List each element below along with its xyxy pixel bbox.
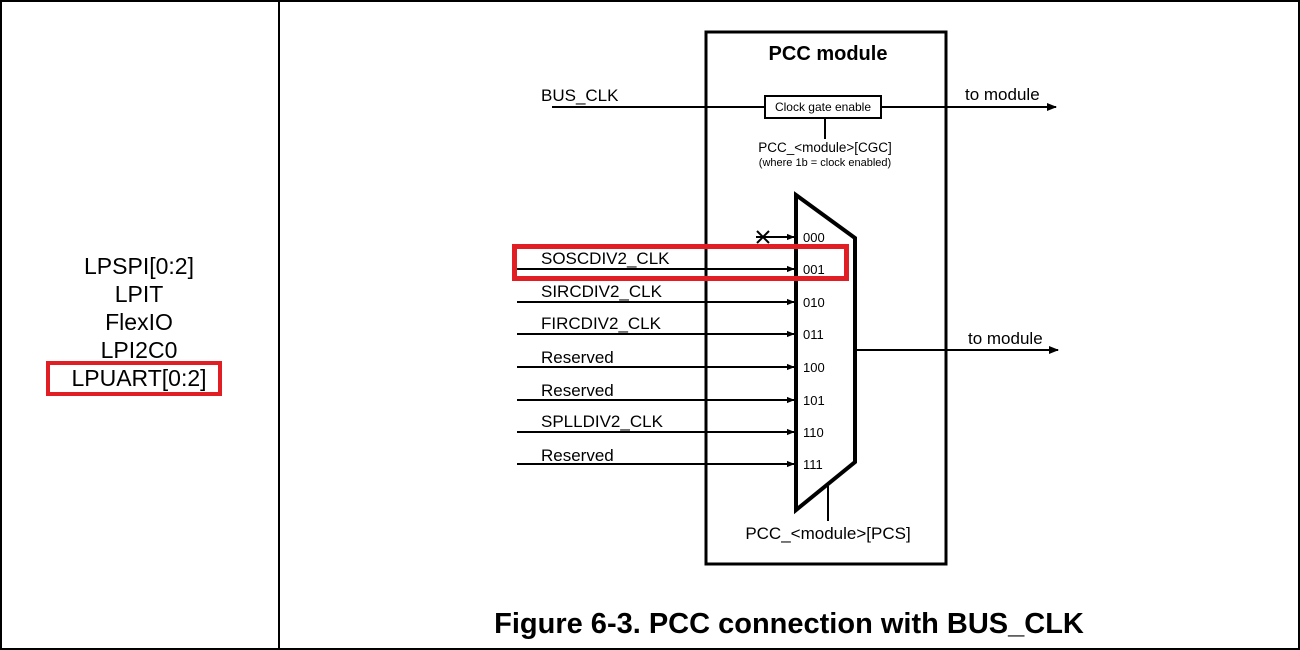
- mux-code-000: 000: [803, 230, 825, 245]
- mux-code-011: 011: [803, 327, 824, 342]
- soscdiv2-highlight-box: [512, 244, 849, 281]
- signal-reserved-111: Reserved: [541, 446, 614, 465]
- cgc-label: PCC_<module>[CGC]: [758, 140, 892, 155]
- lpuart-highlight-box: [46, 361, 222, 396]
- module-item-flexio: FlexIO: [105, 309, 173, 335]
- module-item-lpit: LPIT: [114, 281, 164, 307]
- signal-soscdiv2-clk: SOSCDIV2_CLK: [541, 249, 670, 268]
- clock-gate-label: Clock gate enable: [775, 100, 871, 114]
- pcc-module-title: PCC module: [769, 43, 888, 65]
- mux-code-001: 001: [803, 262, 825, 277]
- signal-sircdiv2-clk: SIRCDIV2_CLK: [541, 282, 663, 301]
- module-item-lpuart: LPUART[0:2]: [71, 365, 207, 391]
- clock-mux: [794, 191, 857, 515]
- pcs-label: PCC_<module>[PCS]: [745, 524, 910, 543]
- to-module-mux-label: to module: [968, 329, 1043, 348]
- module-item-lpi2c0: LPI2C0: [100, 337, 178, 363]
- pcc-module-box: [704, 30, 948, 566]
- module-item-lpspi: LPSPI[0:2]: [84, 253, 194, 279]
- to-module-top-label: to module: [965, 85, 1040, 104]
- signal-fircdiv2-clk: FIRCDIV2_CLK: [541, 314, 662, 333]
- mux-code-111: 111: [803, 457, 823, 472]
- column-divider: [278, 0, 280, 650]
- mux-code-010: 010: [803, 295, 825, 310]
- unconnected-x-icon-stroke: [756, 230, 770, 244]
- signal-reserved-100: Reserved: [541, 348, 614, 367]
- mux-code-110: 110: [803, 425, 824, 440]
- signal-splldiv2-clk: SPLLDIV2_CLK: [541, 412, 664, 431]
- mux-code-101: 101: [803, 393, 825, 408]
- signal-reserved-101: Reserved: [541, 381, 614, 400]
- cgc-note: (where 1b = clock enabled): [759, 157, 891, 169]
- mux-code-100: 100: [803, 360, 825, 375]
- bus-clk-label: BUS_CLK: [541, 86, 619, 105]
- figure-caption: Figure 6-3. PCC connection with BUS_CLK: [494, 608, 1084, 640]
- module-list: LPSPI[0:2] LPIT FlexIO LPI2C0 LPUART[0:2…: [0, 252, 278, 392]
